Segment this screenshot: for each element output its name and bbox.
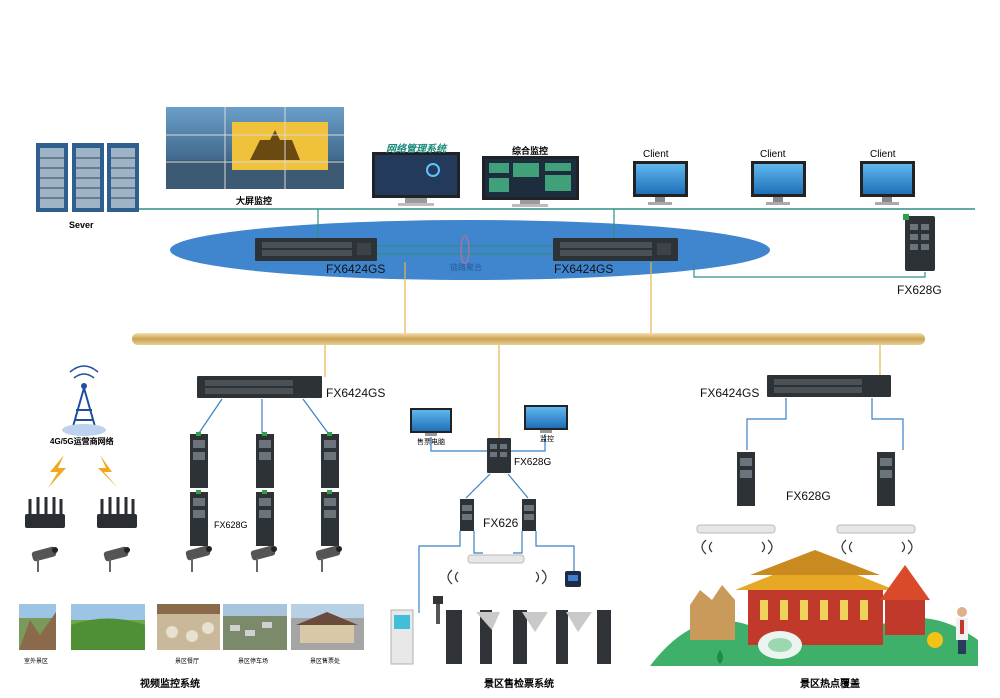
server-racks (36, 143, 139, 212)
field-switch-l1 (190, 432, 208, 488)
nms-label: 网络管理系统 (386, 144, 446, 155)
photo-outdoor (19, 604, 56, 650)
lightning-icon-1 (48, 455, 66, 488)
video-wall-label: 大屏监控 (236, 196, 273, 206)
field-switch-l5 (256, 490, 274, 546)
left-field-switch-label: FX628G (214, 520, 248, 530)
section-ticket-label: 景区售检票系统 (484, 679, 554, 690)
section-hotspot-label: 景区热点覆盖 (800, 679, 860, 690)
cell-tower-icon (62, 365, 106, 436)
core-switch-2 (553, 238, 678, 261)
hotspot-ap-2 (836, 524, 916, 555)
ticket-pc-icon (410, 408, 452, 436)
hotspot-ap-1 (696, 524, 776, 555)
client-label-3: Client (870, 149, 896, 160)
edge-switch-right (903, 214, 935, 271)
ticket-sub-switch-2 (522, 499, 536, 531)
ticket-pc-label: 售票电脑 (417, 439, 445, 446)
card-reader (565, 571, 581, 587)
ticket-sub-switch-1 (460, 499, 474, 531)
left-fanout-lines (198, 398, 329, 434)
section-video-label: 视频监控系统 (140, 679, 200, 690)
left-area-switch (197, 376, 322, 398)
photo-restaurant-label: 景区餐厅 (175, 659, 200, 665)
photo-parking (223, 604, 287, 650)
camera-icon-2 (103, 546, 130, 572)
nms-monitor (372, 152, 460, 206)
photo-parking-label: 景区停车场 (238, 659, 269, 665)
backbone-bar (132, 333, 925, 345)
server-label: Sever (69, 220, 94, 230)
photo-ticket-office (291, 604, 364, 650)
lightning-icon-2 (98, 455, 118, 488)
camera-icon-1 (31, 546, 58, 572)
core-switch-1-label: FX6424GS (326, 262, 386, 276)
client-monitor-3 (860, 161, 915, 205)
link-aggregation-mark (460, 235, 470, 265)
ticket-switch-label: FX628G (514, 457, 552, 468)
turnstile-gates (446, 610, 611, 664)
camera-icon-3 (185, 545, 212, 572)
core-switch-2-label: FX6424GS (554, 262, 614, 276)
client-monitor-1 (633, 161, 688, 205)
core-ring (170, 220, 770, 280)
ticket-switch-links (465, 473, 529, 499)
video-wall (166, 107, 344, 189)
field-switch-l3 (321, 432, 339, 488)
field-switch-l6 (321, 490, 339, 546)
core-switch-1 (255, 238, 377, 261)
right-field-switch-2 (877, 452, 895, 506)
carrier-network-label: 4G/5G运营商网络 (50, 437, 114, 446)
photo-restaurant (157, 604, 220, 650)
right-fanout-lines (746, 398, 904, 450)
right-switch-label: FX6424GS (700, 386, 760, 400)
ticket-kiosk (390, 609, 414, 665)
integrated-monitor (482, 156, 579, 207)
ticket-monitor-label: 监控 (540, 436, 554, 443)
left-switch-label: FX6424GS (326, 386, 386, 400)
client-label-1: Client (643, 149, 669, 160)
ticket-device-links (430, 434, 546, 452)
field-switch-l4 (190, 490, 208, 546)
right-area-switch (767, 375, 891, 397)
client-monitor-2 (751, 161, 806, 205)
link-aggregation-label: 链路聚合 (450, 263, 482, 272)
photo-grassland (71, 604, 145, 650)
edge-switch-right-label: FX628G (897, 283, 942, 297)
link-to-edge-switch (693, 262, 926, 278)
lte-router-2 (97, 497, 137, 528)
barcode-scanner (433, 596, 443, 624)
camera-icon-4 (250, 545, 277, 572)
field-switch-l2 (256, 432, 274, 488)
client-label-2: Client (760, 149, 786, 160)
scenic-illustration (650, 550, 978, 666)
ticket-ap (447, 554, 547, 585)
right-field-switch-1 (737, 452, 755, 506)
photo-ticket-office-label: 景区售票处 (310, 659, 341, 665)
ticket-monitor-icon (524, 405, 568, 433)
camera-icon-5 (315, 545, 342, 572)
right-field-switch-label: FX628G (786, 489, 831, 503)
lte-router-1 (25, 497, 65, 528)
monitor-center-label: 综合监控 (512, 146, 549, 156)
ticket-sub-switch-label: FX626 (483, 516, 519, 530)
ticket-fanout-lines (418, 531, 575, 613)
ticket-switch (487, 438, 511, 473)
photo-outdoor-label: 室外景区 (24, 659, 49, 665)
